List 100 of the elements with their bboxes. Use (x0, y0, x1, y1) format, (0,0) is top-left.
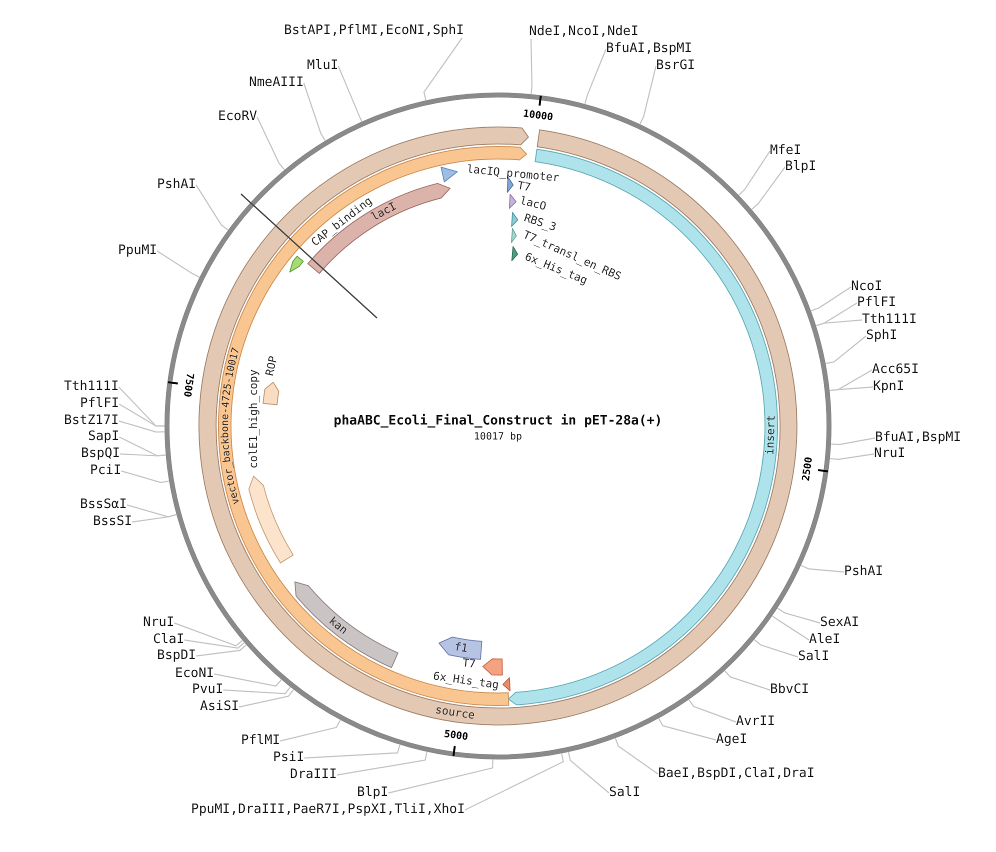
feature-label: T7 (462, 657, 476, 671)
enzyme-label: PciI (90, 464, 122, 478)
leader-line (196, 184, 229, 230)
leader-line (688, 699, 736, 723)
enzyme-label: ClaI (153, 633, 184, 647)
leader-line (530, 38, 533, 94)
enzyme-label: SexAI (820, 616, 860, 630)
leader-line (825, 336, 866, 364)
enzyme-label: Acc65I (872, 363, 919, 377)
leader-line (772, 615, 810, 640)
feature-label: colE1_high_copy (248, 369, 260, 469)
enzyme-label: BssSI (93, 515, 132, 529)
leader-line (639, 66, 657, 124)
leader-line (810, 286, 852, 312)
leader-line (830, 453, 874, 460)
leader-line (658, 718, 716, 741)
enzyme-label: BssSαI (80, 498, 127, 512)
leader-line (336, 752, 428, 776)
leader-line (830, 386, 874, 392)
feature-label: source (434, 704, 476, 722)
leader-line (464, 753, 564, 811)
leader-line (118, 420, 165, 433)
enzyme-label: BlpI (785, 160, 816, 174)
enzyme-label: BlpI (357, 786, 388, 800)
feature-label: ROP (264, 355, 280, 377)
enzyme-label: PvuI (192, 683, 224, 697)
enzyme-label: BstZ17I (64, 414, 119, 428)
enzyme-label: AvrII (736, 715, 776, 729)
feature-label: f1 (453, 640, 468, 655)
leader-line (777, 608, 820, 624)
enzyme-label: DraIII (290, 768, 337, 782)
enzyme-label: PshAI (157, 178, 196, 192)
enzyme-label: NruI (143, 616, 174, 630)
feature-label: T7 (516, 180, 532, 194)
leader-line (126, 504, 177, 518)
enzyme-label: PflMI (241, 734, 280, 748)
leader-line (119, 436, 166, 456)
enzyme-label: PflFI (80, 397, 120, 411)
enzyme-label: SphI (866, 329, 898, 343)
enzyme-label: PflFI (857, 296, 896, 310)
feature-label: insert (764, 414, 778, 456)
enzyme-label: BaeI,BspDI,ClaI,DraI (658, 767, 815, 781)
enzyme-label: SalI (798, 650, 830, 664)
leader-line (800, 564, 844, 573)
enzyme-label: PpuMI,DraIII,PaeR7I,PspXI,TliI,XhoI (191, 803, 465, 817)
leader-line (584, 48, 607, 104)
enzyme-label: Tth111I (862, 313, 917, 327)
leader-line (816, 319, 862, 326)
enzyme-label: BfuAI,BspMI (606, 42, 692, 56)
enzyme-label: PsiI (273, 751, 304, 765)
leader-line (280, 720, 341, 742)
enzyme-label: NruI (874, 447, 906, 461)
enzyme-label: BfuAI,BspMI (875, 431, 962, 445)
leader-line (214, 673, 282, 687)
leader-line (196, 644, 247, 657)
sequence-length: 10017 bp (474, 432, 522, 442)
enzyme-label: NcoI (851, 280, 882, 294)
leader-line (830, 437, 876, 446)
leader-line (304, 744, 401, 759)
leader-line (184, 639, 245, 649)
enzyme-label: SapI (88, 430, 120, 444)
enzyme-label: PpuMI (118, 244, 158, 258)
enzyme-label: NdeI,NcoI,NdeI (529, 25, 639, 39)
leader-line (156, 250, 200, 278)
leader-line (239, 689, 294, 708)
leader-line (751, 166, 786, 210)
enzyme-label: BspDI (157, 649, 196, 663)
enzyme-label: BbvCI (770, 683, 810, 697)
enzyme-label: EcoRV (218, 110, 258, 124)
enzyme-label: PshAI (844, 565, 884, 579)
enzyme-label: BsrGI (656, 59, 696, 73)
leader-line (223, 686, 291, 694)
leader-line (303, 82, 326, 142)
enzyme-label: BspQI (81, 447, 120, 461)
enzyme-label: MluI (307, 59, 338, 73)
leader-line (568, 752, 610, 794)
enzyme-label: EcoNI (175, 667, 214, 681)
leader-line (738, 150, 770, 196)
enzyme-label: SalI (609, 786, 640, 800)
enzyme-label: NmeAIII (249, 76, 304, 90)
leader-line (754, 639, 798, 658)
enzyme-label: KpnI (873, 380, 904, 394)
leader-line (121, 470, 170, 484)
tick-label: 7500 (180, 372, 195, 398)
leader-line (118, 386, 164, 427)
enzyme-label: AsiSI (200, 700, 240, 714)
enzyme-label: Tth111I (64, 380, 119, 394)
leader-line (174, 622, 243, 647)
leader-line (724, 670, 770, 691)
leader-line (614, 738, 658, 774)
feature-label: kan (326, 614, 350, 637)
leader-line (256, 116, 285, 170)
enzyme-label: AleI (809, 633, 840, 647)
feature-label: lacO (518, 194, 548, 214)
tick-label: 10000 (522, 108, 554, 123)
map-title: phaABC_Ecoli_Final_Construct in pET-28a(+) (334, 414, 662, 428)
tick-label: 5000 (443, 729, 469, 744)
enzyme-label: MfeI (770, 144, 802, 158)
leader-line (388, 759, 494, 794)
leader-line (338, 66, 362, 122)
